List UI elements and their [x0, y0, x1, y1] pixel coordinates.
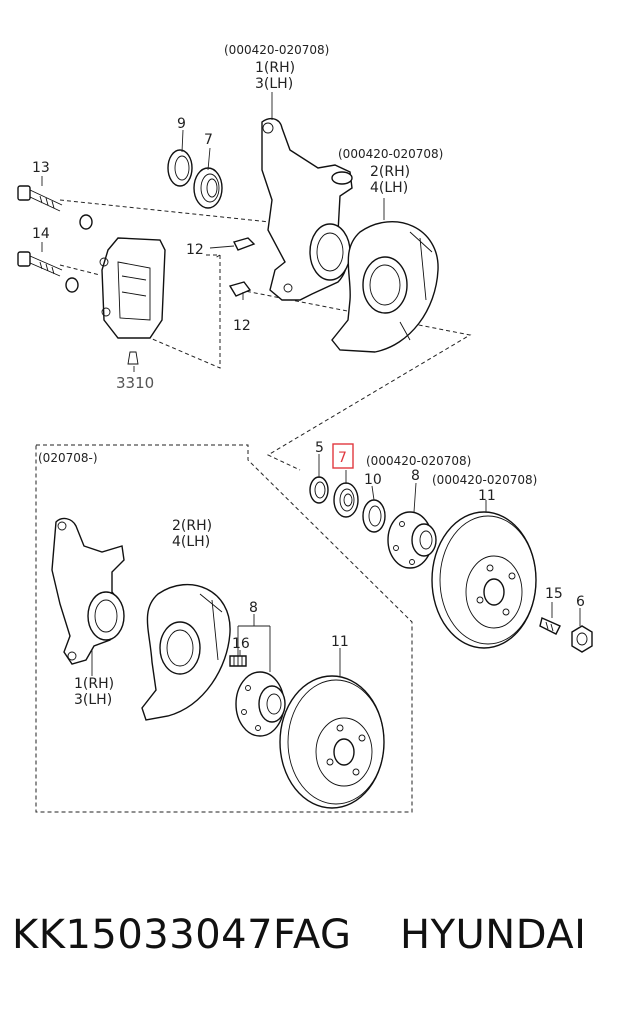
label-top-rh: 1(RH) [255, 60, 295, 76]
label-shield-lh: 4(LH) [370, 180, 408, 196]
label-12-b: 12 [233, 318, 251, 334]
label-caliper: 3310 [116, 374, 154, 392]
label-5: 5 [315, 440, 324, 456]
steering-knuckle-lower[interactable] [51, 517, 125, 665]
label-top-date: (000420-020708) [224, 43, 329, 57]
bearing-7-top[interactable] [193, 167, 223, 209]
label-8-top: 8 [411, 468, 420, 484]
oil-seal-9[interactable] [167, 149, 193, 187]
highlight-box [332, 443, 354, 469]
assembly-guide-line [149, 254, 472, 471]
label-shield-date: (000420-020708) [338, 147, 443, 161]
label-14: 14 [32, 226, 50, 242]
label-box-shield-lh: 4(LH) [172, 534, 210, 550]
brand-name: HYUNDAI [400, 912, 587, 958]
brake-caliper[interactable] [99, 237, 166, 365]
bolt-16[interactable] [229, 655, 247, 667]
label-bearing-date: (000420-020708) [366, 454, 471, 468]
bolt-guide-line [59, 199, 271, 276]
label-7-highlighted: 7 [338, 450, 347, 466]
label-7-top: 7 [204, 132, 213, 148]
label-box-shield-rh: 2(RH) [172, 518, 212, 534]
label-16: 16 [232, 636, 250, 652]
label-11-box: 11 [331, 634, 349, 650]
seal-5[interactable] [309, 476, 329, 504]
leader-lines [41, 92, 581, 676]
part-number: KK15033047FAG [12, 912, 352, 958]
label-box-rh: 1(RH) [74, 676, 114, 692]
hub-nut-6[interactable] [571, 625, 593, 653]
label-11-top: 11 [478, 488, 496, 504]
screw-15[interactable] [539, 617, 561, 635]
label-box-date: (020708-) [38, 451, 98, 465]
hub-8-lower[interactable] [235, 671, 286, 737]
hub-8-top[interactable] [387, 511, 437, 569]
steering-knuckle-top[interactable] [261, 117, 353, 301]
footer: KK15033047FAG HYUNDAI [0, 912, 620, 972]
label-15: 15 [545, 586, 563, 602]
bolt-14[interactable] [17, 251, 79, 293]
bearing-10[interactable] [362, 499, 386, 533]
bolt-13[interactable] [17, 185, 93, 230]
parts-diagram: (000420-020708) 1(RH) 3(LH) 9 7 13 14 12… [17, 43, 593, 813]
dust-shield-top[interactable] [331, 221, 439, 353]
label-top-lh: 3(LH) [255, 76, 293, 92]
brake-disc-11-lower[interactable] [279, 675, 385, 809]
pad-clip-12-a[interactable] [232, 237, 256, 251]
label-12-a: 12 [186, 242, 204, 258]
label-8-box: 8 [249, 600, 258, 616]
dust-shield-lower[interactable] [141, 584, 231, 721]
lower-variant-box [35, 444, 413, 813]
label-9: 9 [177, 116, 186, 132]
label-disc-date: (000420-020708) [432, 473, 537, 487]
label-10: 10 [364, 472, 382, 488]
pad-clip-12-b[interactable] [228, 281, 252, 297]
label-6: 6 [576, 594, 585, 610]
label-shield-rh: 2(RH) [370, 164, 410, 180]
label-box-lh: 3(LH) [74, 692, 112, 708]
label-13: 13 [32, 160, 50, 176]
bearing-7-highlighted[interactable] [333, 482, 359, 518]
brake-disc-11-top[interactable] [431, 511, 537, 649]
